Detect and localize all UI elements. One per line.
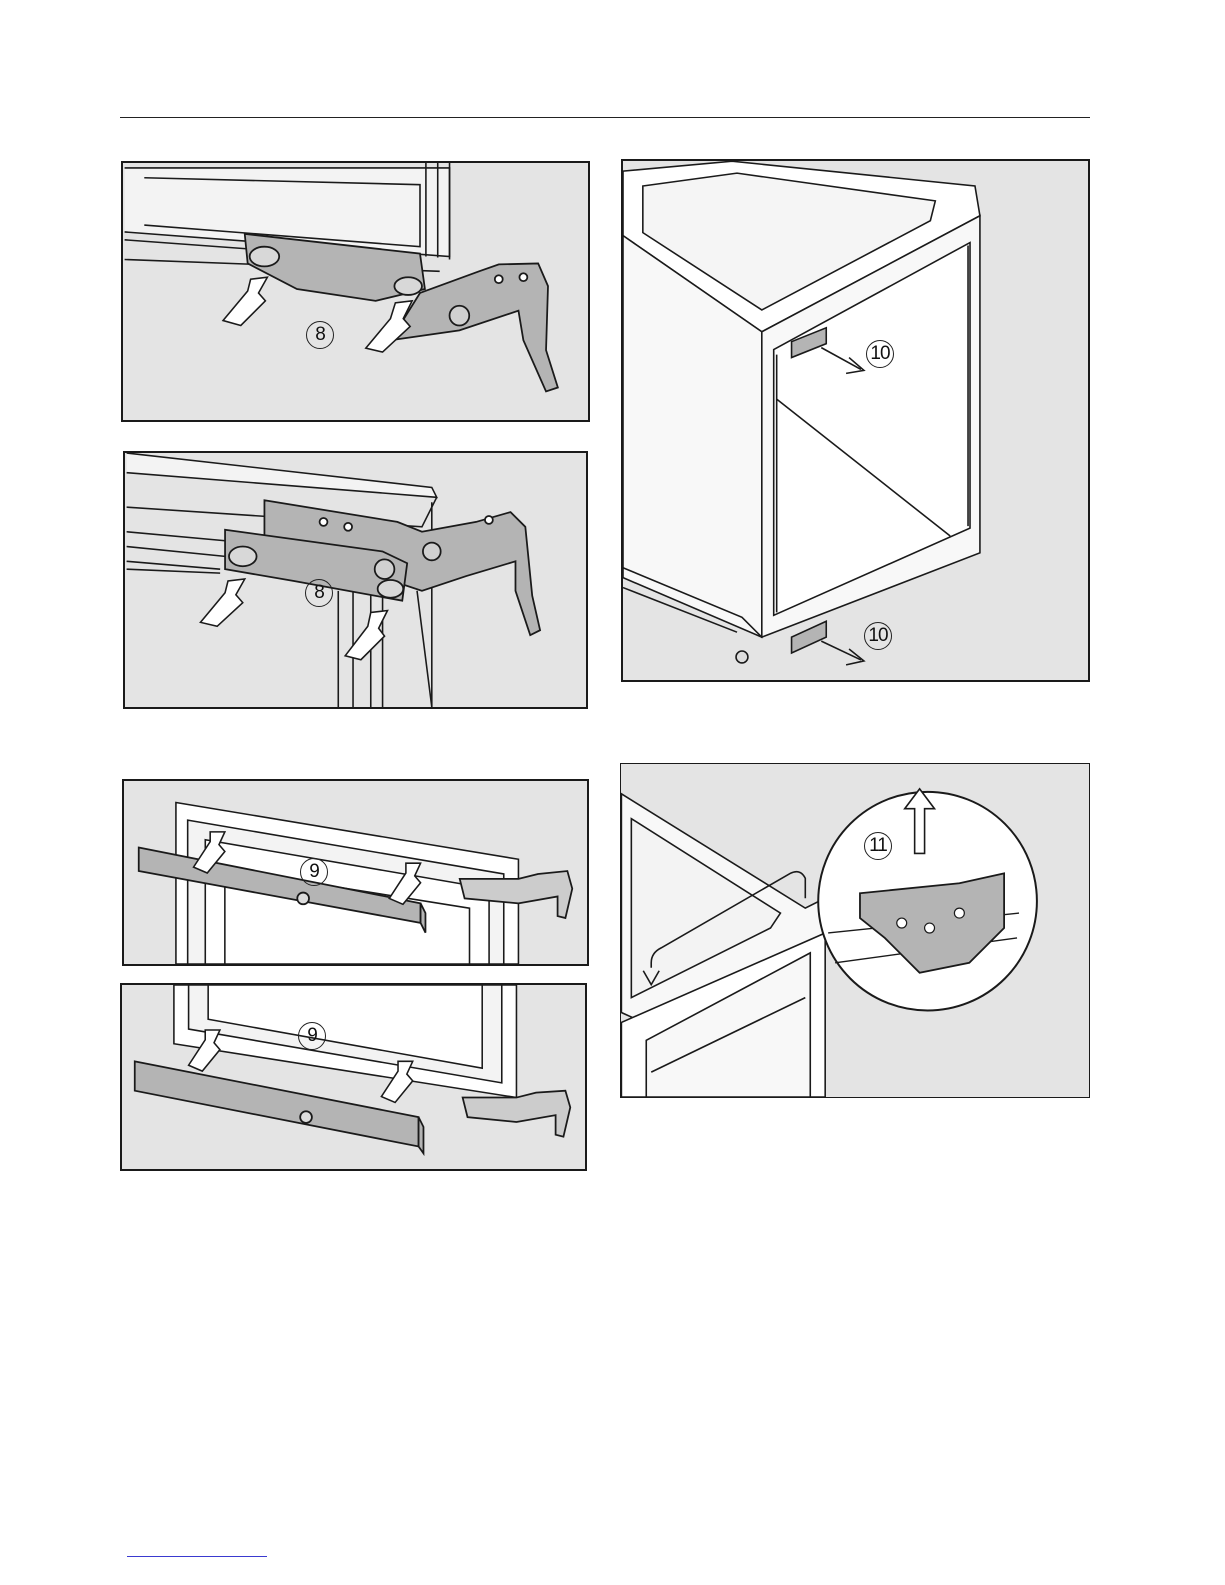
door-strip-lower-illustration bbox=[122, 985, 585, 1169]
callout-11: 11 bbox=[864, 832, 892, 860]
callout-10-bottom: 10 bbox=[864, 622, 892, 650]
door-strip-upper-illustration bbox=[124, 781, 587, 964]
callout-8-lower: 8 bbox=[306, 321, 334, 349]
callout-9-lower: 9 bbox=[298, 1022, 326, 1050]
mounting-clip-illustration bbox=[621, 764, 1089, 1097]
figure-hinge-upper: 8 bbox=[123, 451, 588, 709]
hinge-upper-illustration bbox=[125, 453, 586, 707]
figure-hinge-lower: 8 bbox=[121, 161, 590, 422]
callout-9-upper: 9 bbox=[300, 858, 328, 886]
figure-door-strip-lower: 9 bbox=[120, 983, 587, 1171]
figure-cabinet: 10 10 bbox=[621, 159, 1090, 682]
footer-link-rule bbox=[127, 1556, 267, 1557]
hinge-lower-illustration bbox=[123, 163, 588, 420]
callout-10-top: 10 bbox=[866, 340, 894, 368]
cabinet-illustration bbox=[623, 161, 1088, 680]
figure-door-strip-upper: 9 bbox=[122, 779, 589, 966]
header-rule bbox=[120, 117, 1090, 118]
figure-mounting-clip: 11 bbox=[620, 763, 1090, 1098]
callout-8-upper: 8 bbox=[305, 579, 333, 607]
